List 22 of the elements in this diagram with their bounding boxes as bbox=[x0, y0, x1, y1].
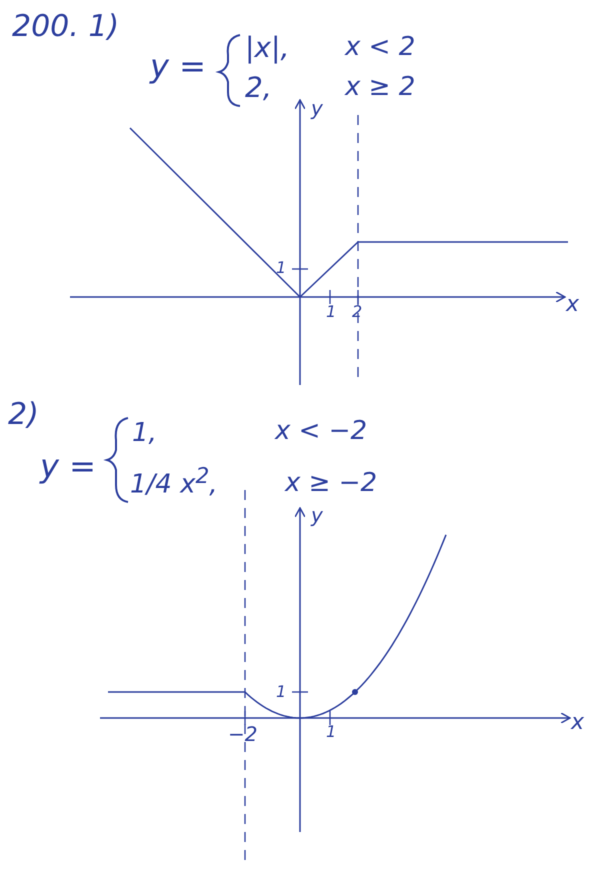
equation-text: y = bbox=[40, 450, 96, 482]
problem-number: 200. 1) bbox=[12, 12, 120, 42]
tick-label: −2 bbox=[228, 724, 258, 744]
tick-label: 1 bbox=[326, 724, 336, 740]
axis-label: x bbox=[566, 294, 580, 316]
formula-text: |x|, bbox=[245, 34, 290, 62]
condition-text: x < 2 bbox=[345, 34, 416, 60]
condition-text: x ≥ −2 bbox=[285, 470, 378, 496]
condition-text: x ≥ 2 bbox=[345, 74, 416, 100]
problem-number: 2) bbox=[8, 400, 39, 430]
formula-text: 1, bbox=[132, 420, 157, 446]
formula-text: 2, bbox=[245, 74, 272, 102]
tick-label: 1 bbox=[276, 684, 286, 700]
axis-label: y bbox=[311, 505, 323, 525]
formula-text: 1/4 x$^{2}$, bbox=[130, 466, 218, 498]
axis-label: x bbox=[571, 712, 584, 734]
tick-label: 2 bbox=[352, 304, 362, 320]
tick-label: 1 bbox=[326, 304, 336, 320]
equation-text: y = bbox=[150, 50, 206, 82]
condition-text: x < −2 bbox=[275, 418, 368, 444]
tick-label: 1 bbox=[276, 260, 286, 276]
axis-label: y bbox=[311, 98, 323, 118]
